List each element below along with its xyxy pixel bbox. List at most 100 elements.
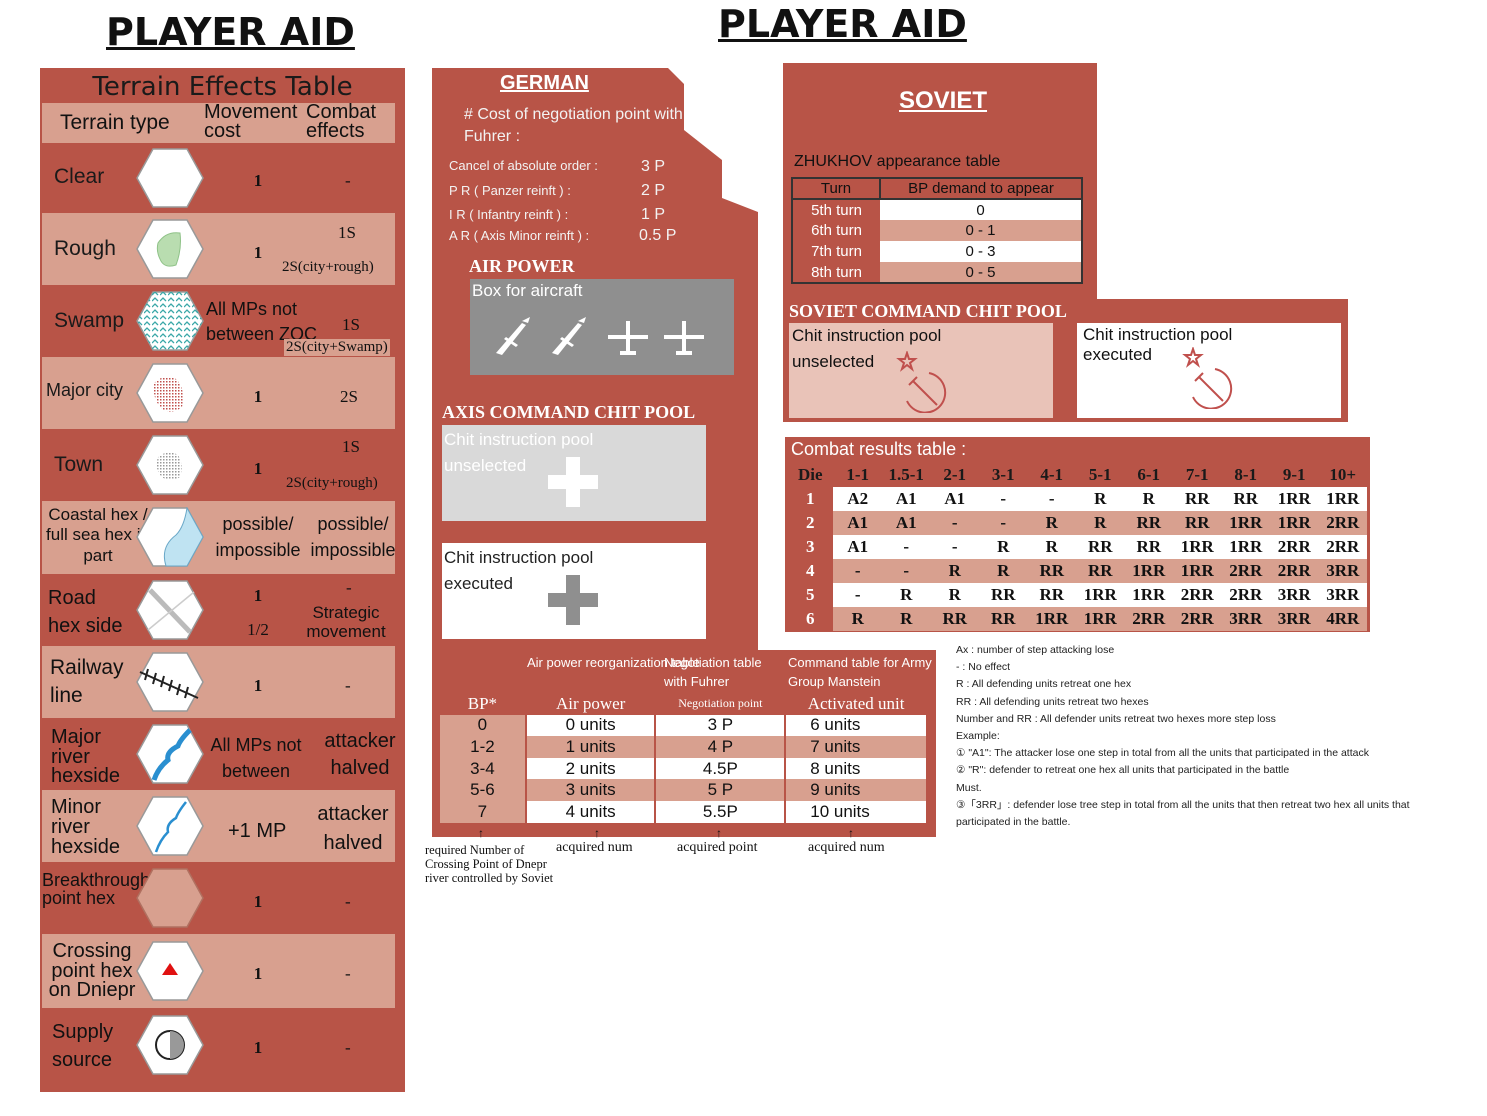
terrain-row-road: Road hex side 1 1/2 - Strategic movement: [42, 574, 395, 646]
nego-cell: 5.5P: [655, 800, 787, 823]
arrow-icon: ↑: [594, 826, 600, 840]
crt-result-cell: 2RR: [1269, 535, 1319, 559]
crt-result-cell: 1RR: [1172, 559, 1222, 583]
terrain-name: Major river hexside: [51, 726, 120, 788]
terrain-combat: -: [346, 578, 352, 597]
crt-header-cell: Die: [797, 465, 823, 484]
terrain-effects-table: Terrain Effects Table Terrain type Movem…: [40, 68, 405, 1092]
terrain-move-2: 1/2: [247, 620, 269, 639]
terrain-move: 1: [253, 892, 263, 911]
terrain-move: 1: [253, 459, 263, 478]
crt-header-cell: 9-1: [1282, 465, 1306, 484]
crt-result-cell: -: [833, 583, 882, 607]
terrain-combat: 1S: [342, 315, 360, 334]
cost-value: 0.5 P: [639, 227, 677, 244]
crt-result-cell: -: [881, 535, 931, 559]
crt-result-cell: 2RR: [1318, 511, 1367, 535]
terrain-header-row: Terrain type Movement cost Combat effect…: [42, 102, 395, 143]
bp-table: BP* Air power Negotiation point Activate…: [440, 693, 928, 823]
terrain-row-swamp: Swamp All MPs not between ZOC 1S 2S(city…: [42, 285, 395, 357]
crt-result-cell: 2RR: [1221, 559, 1270, 583]
bottom-table: BP* Air power Negotiation point Activate…: [440, 693, 928, 823]
crt-result-cell: A1: [930, 487, 979, 511]
iron-cross-icon: [548, 575, 598, 625]
note-line: Example:: [956, 730, 1000, 743]
table-row: 5-6 3 units 5 P 9 units: [440, 779, 928, 801]
cost-label: Cancel of absolute order :: [449, 158, 598, 173]
crt-header-cell: 5-1: [1088, 465, 1112, 484]
zhukov-turn: 7th turn: [811, 243, 862, 260]
crt-result-cell: 3RR: [1318, 583, 1367, 607]
crt-result-cell: R: [930, 559, 979, 583]
table-row: 0 0 units 3 P 6 units: [440, 714, 928, 737]
terrain-combat: possible/ impossible: [310, 514, 396, 561]
minor-river-hex-icon: [136, 796, 204, 856]
aircraft-icons: [496, 317, 704, 355]
terrain-combat: -: [345, 1038, 351, 1057]
major-city-hex-icon: [136, 363, 204, 423]
pool-unselected-label: Chit instruction pool unselected: [792, 326, 942, 371]
note-line: RR : All defending units retreat two hex…: [956, 695, 1149, 708]
unit-cell: 10 units: [785, 800, 928, 823]
crt-result-cell: RR: [978, 607, 1028, 631]
crt-result-cell: R: [1075, 487, 1125, 511]
crt-result-cell: R: [833, 607, 882, 631]
soviet-pool-unselected: Chit instruction pool unselected: [789, 323, 1053, 418]
terrain-row-clear: Clear 1 -: [42, 143, 395, 213]
crt-result-cell: 1RR: [1124, 559, 1173, 583]
footer-cmd-note: acquired num: [808, 840, 885, 855]
cost-value: 2 P: [641, 182, 666, 199]
terrain-row-breakthrough: Breakthrough point hex 1 -: [42, 862, 395, 934]
cost-label: I R ( Infantry reinft ) :: [449, 207, 569, 222]
terrain-move: 1: [253, 1038, 263, 1057]
crt-result-cell: 1RR: [1221, 511, 1270, 535]
crt-result-cell: RR: [1221, 487, 1270, 511]
crt-result-cell: RR: [1124, 511, 1173, 535]
cost-value: 1 P: [641, 206, 666, 223]
terrain-row-minor-river: Minor river hexside +1 MP attacker halve…: [42, 790, 395, 862]
terrain-name: Supply source: [52, 1021, 114, 1071]
crt-result-cell: R: [1027, 535, 1076, 559]
iron-cross-icon: [548, 457, 598, 507]
zhukov-bp: 0: [880, 199, 1082, 220]
german-panel: GERMAN # Cost of negotiation point with …: [432, 68, 758, 837]
terrain-row-rough: Rough 1 1S 2S(city+rough): [42, 213, 395, 285]
crt-result-cell: -: [978, 487, 1028, 511]
supply-source-hex-icon: [136, 1015, 204, 1075]
terrain-move: 1: [253, 171, 263, 190]
note-line: R : All defending units retreat one hex: [956, 678, 1132, 691]
footer-nego-note: acquired point: [677, 840, 758, 855]
terrain-name: Town: [54, 453, 104, 476]
crt-result-cell: 3RR: [1221, 607, 1270, 631]
zhukov-turn: 5th turn: [811, 201, 862, 219]
crt-result-cell: 3RR: [1318, 559, 1367, 583]
unit-cell: 7 units: [785, 736, 928, 758]
unit-cell: 9 units: [785, 779, 928, 801]
hammer-sickle-icon: [1182, 347, 1233, 409]
zhukov-header: BP demand to appear: [908, 180, 1054, 197]
unit-cell: 8 units: [785, 757, 928, 780]
crt-result-cell: 2RR: [1172, 583, 1222, 607]
nego-cell: 3 P: [655, 714, 787, 737]
crt-result-cell: R: [930, 583, 979, 607]
crt-result-cell: RR: [1027, 559, 1076, 583]
nego-cell: 4 P: [655, 736, 787, 758]
crt-header-cell: 3-1: [991, 465, 1015, 484]
terrain-combat: attacker halved: [317, 803, 389, 854]
crt-result-cell: 1RR: [1027, 607, 1076, 631]
crt-result-cell: -: [930, 535, 979, 559]
terrain-combat: 1S: [338, 223, 356, 242]
terrain-combat-2: 2S(city+rough): [286, 475, 378, 491]
crt-die-cell: 4: [805, 561, 815, 580]
town-hex-icon: [136, 435, 204, 495]
nego-header: Negotiation point: [655, 693, 787, 715]
terrain-name: Railway line: [50, 656, 124, 708]
crt-header-cell: 8-1: [1234, 465, 1258, 484]
axis-pool-executed: Chit instruction pool executed: [442, 543, 706, 639]
table-row: 5th turn 0: [792, 199, 1082, 220]
cost-label: P R ( Panzer reinft ) :: [449, 183, 571, 198]
